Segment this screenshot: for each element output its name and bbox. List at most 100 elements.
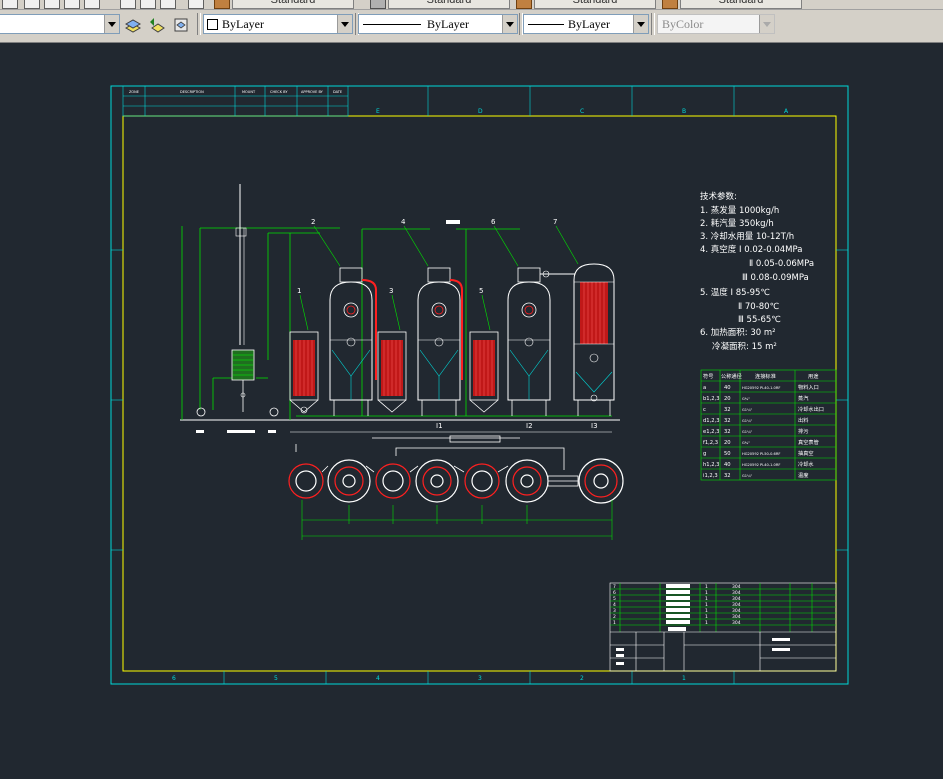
nozzle-cell: 排污 [798, 427, 808, 435]
text-style-icon [214, 0, 230, 9]
parts-cell: 304 [732, 620, 741, 626]
nozzle-cell: 抽真空 [798, 449, 814, 457]
heater-2 [377, 331, 407, 413]
color-combo[interactable]: ByLayer [203, 14, 353, 34]
spec-line: Ⅱ 0.05-0.06MPa [749, 259, 814, 269]
nozzle-cell: 32 [724, 429, 731, 435]
nozzle-cell: 蒸汽 [798, 394, 809, 402]
lineweight-combo[interactable]: ByLayer [523, 14, 649, 34]
zone-number: 6 [172, 675, 176, 682]
multileader-style-combo[interactable]: Standard [680, 0, 802, 9]
layer-states-icon[interactable] [172, 16, 190, 34]
text-style-combo[interactable]: Standard [232, 0, 354, 9]
properties-toolbar: Standard Standard Standard Standard ByLa… [0, 0, 943, 43]
nozzle-cell: 32 [724, 473, 731, 479]
nozzle-header: 连接标准 [755, 372, 776, 380]
layer-previous-icon[interactable] [148, 16, 166, 34]
nozzle-cell: a [703, 385, 706, 391]
toolbar-button[interactable] [64, 0, 80, 9]
zone-ticks [111, 86, 848, 684]
zone-number: 5 [274, 675, 278, 682]
toolbar-button[interactable] [188, 0, 204, 9]
toolbar-button[interactable] [2, 0, 18, 9]
callout-1: 1 [297, 287, 301, 295]
spec-line: Ⅲ 55-65℃ [738, 315, 781, 325]
spec-line: 6. 加热面积: 30 m² [700, 327, 776, 338]
toolbar-button[interactable] [44, 0, 60, 9]
parts-cell: 1 [613, 620, 616, 626]
zone-letter: E [376, 108, 380, 115]
nozzle-cell: G1¼" [742, 474, 753, 478]
toolbar-button[interactable] [140, 0, 156, 9]
nozzle-cell: c [703, 407, 706, 413]
nozzle-cell: f1,2,3 [703, 440, 718, 446]
nozzle-cell: 出料 [798, 416, 808, 424]
header-check-by: CHECK BY [270, 90, 288, 94]
label-i3: I3 [591, 422, 598, 430]
parts-cell: 1 [705, 596, 708, 602]
linetype-combo[interactable]: ByLayer [358, 14, 518, 34]
chevron-down-icon[interactable] [502, 15, 517, 33]
spec-line: 冷凝面积: 15 m² [712, 341, 777, 352]
parts-cell: 304 [732, 584, 741, 590]
color-combo-value: ByLayer [222, 17, 264, 31]
spec-line: 4. 真空度 Ⅰ 0.02-0.04MPa [700, 244, 802, 255]
parts-cell: 1 [705, 602, 708, 608]
linetype-combo-value: ByLayer [427, 17, 469, 31]
toolbar-button[interactable] [120, 0, 136, 9]
plan-view [288, 435, 624, 540]
table-style-combo[interactable]: Standard [534, 0, 656, 9]
nozzle-cell: 温度 [798, 471, 808, 479]
toolbar-button[interactable] [160, 0, 176, 9]
layer-combo[interactable] [0, 14, 120, 34]
parts-cell: 304 [732, 590, 741, 596]
color-swatch [207, 19, 218, 30]
nozzle-cell: 20 [724, 440, 731, 446]
multileader-style-icon [662, 0, 678, 9]
callout-4: 4 [401, 218, 406, 226]
parts-cell: 1 [705, 614, 708, 620]
nozzle-header: 符号 [703, 372, 713, 380]
evaporator-2 [417, 220, 463, 401]
evaporator-1 [329, 267, 377, 401]
parts-cell: 4 [613, 602, 616, 608]
header-approve-by: APPROVE BY [301, 90, 324, 94]
toolbar-button[interactable] [84, 0, 100, 9]
dim-style-icon [370, 0, 386, 9]
parts-cell: 5 [613, 596, 616, 602]
jet-condenser [196, 184, 279, 417]
zone-letter: C [580, 108, 584, 115]
label-i1: I1 [436, 422, 443, 430]
chevron-down-icon[interactable] [104, 15, 119, 33]
zoom-icon[interactable] [24, 0, 40, 9]
linetype-preview [363, 24, 421, 25]
nozzle-cell: 真空表管 [798, 438, 819, 446]
header-date: DATE [333, 90, 342, 94]
front-elevation: 1 2 3 4 5 6 7 I1 I2 I3 [180, 184, 620, 433]
tech-specs: 技术参数: 1. 蒸发量 1000kg/h 2. 耗汽量 350kg/h 3. … [700, 191, 814, 352]
dim-style-combo[interactable]: Standard [388, 0, 510, 9]
chevron-down-icon[interactable] [337, 15, 352, 33]
heater-1 [289, 331, 319, 414]
nozzle-cell: HG20592 PL40-1.0RF [742, 463, 780, 467]
drawing-canvas[interactable]: ZONE DESCRIPTION MOUNT CHECK BY APPROVE … [0, 42, 943, 779]
nozzle-cell: 冷却水 [798, 460, 814, 468]
parts-cell: 304 [732, 614, 741, 620]
nozzle-cell: G1¼" [742, 419, 753, 423]
chevron-down-icon[interactable] [633, 15, 648, 33]
make-object-layer-current-icon[interactable] [124, 16, 142, 34]
heater-3 [469, 331, 499, 413]
parts-cell: 2 [613, 614, 616, 620]
callout-3: 3 [389, 287, 393, 295]
nozzle-cell: e1,2,3 [703, 429, 719, 435]
parts-cell: 1 [705, 620, 708, 626]
table-style-icon [516, 0, 532, 9]
zone-number: 4 [376, 675, 380, 682]
parts-cell: 3 [613, 608, 616, 614]
nozzle-cell: 20 [724, 396, 731, 402]
nozzle-cell: 冷却水出口 [798, 405, 824, 413]
toolbar-separator [519, 13, 523, 35]
nozzle-cell: 32 [724, 407, 731, 413]
toolbar-separator [197, 13, 201, 35]
